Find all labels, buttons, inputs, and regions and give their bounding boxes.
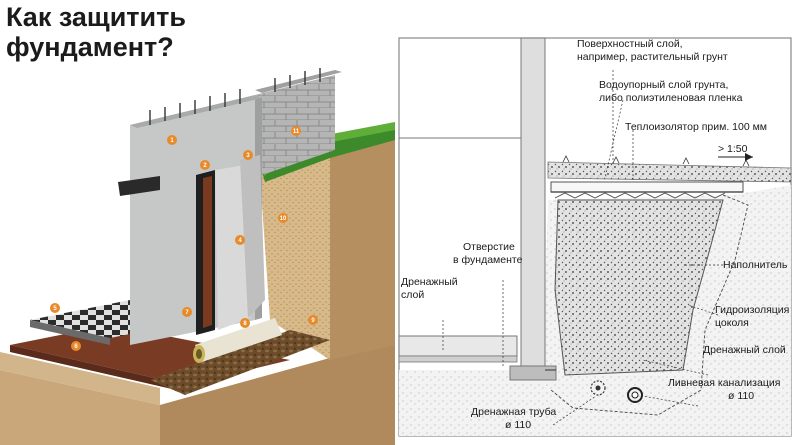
label-surface: Поверхностный слой, (577, 38, 683, 50)
section-diagram: Поверхностный слой, например, растительн… (398, 37, 792, 437)
label-aquitard: Водоупорный слой грунта, (599, 79, 728, 91)
label-drain-layer-2: слой (401, 289, 424, 301)
label-hole: Отверстие (463, 241, 515, 253)
label-slope: > 1:50 (718, 143, 748, 155)
label-drain-layer: Дренажный (401, 276, 458, 288)
label-hole-2: в фундаменте (453, 254, 523, 266)
marker-8: 8 (240, 318, 250, 328)
label-storm-diameter: ø 110 (728, 390, 754, 402)
diagram-labels: Поверхностный слой, например, растительн… (401, 38, 789, 431)
svg-text:1: 1 (170, 138, 174, 144)
svg-text:5: 5 (53, 306, 57, 312)
foundation-illustration: 1 2 3 4 5 6 7 8 9 10 11 (0, 68, 395, 445)
marker-2: 2 (200, 160, 210, 170)
title-line-2: фундамент? (6, 32, 174, 62)
marker-1: 1 (167, 135, 177, 145)
label-plinth-waterproofing-2: цоколя (715, 317, 749, 329)
label-filler: Наполнитель (723, 259, 788, 271)
page-title: Как защитить фундамент? (6, 2, 186, 62)
label-aquitard-2: либо полиэтиленовая пленка (599, 92, 743, 104)
label-plinth-waterproofing: Гидроизоляция (715, 304, 789, 316)
svg-text:8: 8 (243, 321, 247, 327)
label-drain-layer-right: Дренажный слой (703, 344, 786, 356)
label-storm-sewer: Ливневая канализация (668, 377, 780, 389)
label-drain-pipe-diameter: ø 110 (505, 419, 531, 431)
marker-10: 10 (278, 213, 288, 223)
svg-text:7: 7 (185, 310, 189, 316)
marker-4: 4 (235, 235, 245, 245)
label-insulation: Теплоизолятор прим. 100 мм (625, 121, 767, 133)
svg-text:10: 10 (280, 216, 287, 222)
svg-text:4: 4 (238, 238, 242, 244)
marker-11: 11 (291, 126, 301, 136)
marker-6: 6 (71, 341, 81, 351)
marker-5: 5 (50, 303, 60, 313)
svg-text:11: 11 (293, 129, 300, 135)
svg-text:9: 9 (311, 318, 315, 324)
label-drain-pipe: Дренажная труба (471, 406, 556, 418)
marker-9: 9 (308, 315, 318, 325)
title-line-1: Как защитить (6, 2, 186, 32)
svg-text:2: 2 (203, 163, 207, 169)
svg-text:6: 6 (74, 344, 78, 350)
svg-text:3: 3 (246, 153, 250, 159)
marker-3: 3 (243, 150, 253, 160)
illustration-markers: 1 2 3 4 5 6 7 8 9 10 11 (50, 126, 318, 351)
label-surface-2: например, растительный грунт (577, 51, 728, 63)
marker-7: 7 (182, 307, 192, 317)
